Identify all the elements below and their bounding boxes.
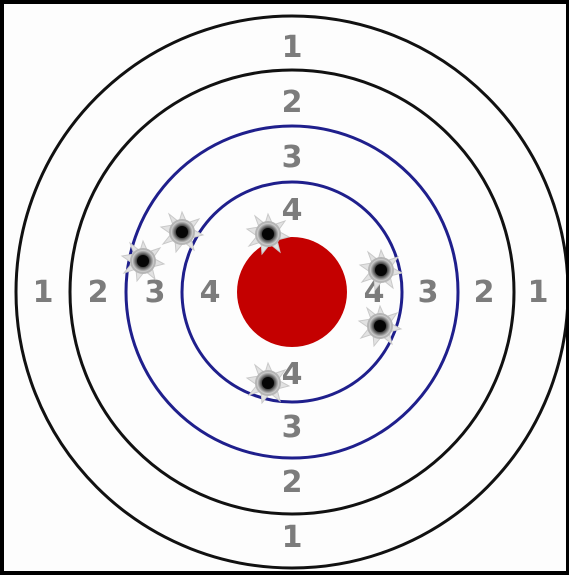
label-ring-1-right: 1: [528, 275, 549, 310]
label-ring-3-top: 3: [282, 140, 303, 175]
label-ring-2-right: 2: [474, 275, 495, 310]
label-ring-1-top: 1: [282, 30, 303, 65]
label-ring-2-bottom: 2: [282, 465, 303, 500]
bullet-hole: [359, 306, 401, 346]
label-ring-3-bottom: 3: [282, 410, 303, 445]
bullet-hole: [161, 212, 203, 252]
label-ring-4-top: 4: [282, 193, 303, 228]
label-ring-4-left: 4: [200, 275, 221, 310]
label-ring-1-bottom: 1: [282, 520, 303, 555]
bullseye[interactable]: [237, 237, 347, 347]
label-ring-1-left: 1: [33, 275, 54, 310]
label-ring-2-top: 2: [282, 85, 303, 120]
label-ring-2-left: 2: [88, 275, 109, 310]
label-ring-3-right: 3: [418, 275, 439, 310]
label-ring-3-left: 3: [145, 275, 166, 310]
